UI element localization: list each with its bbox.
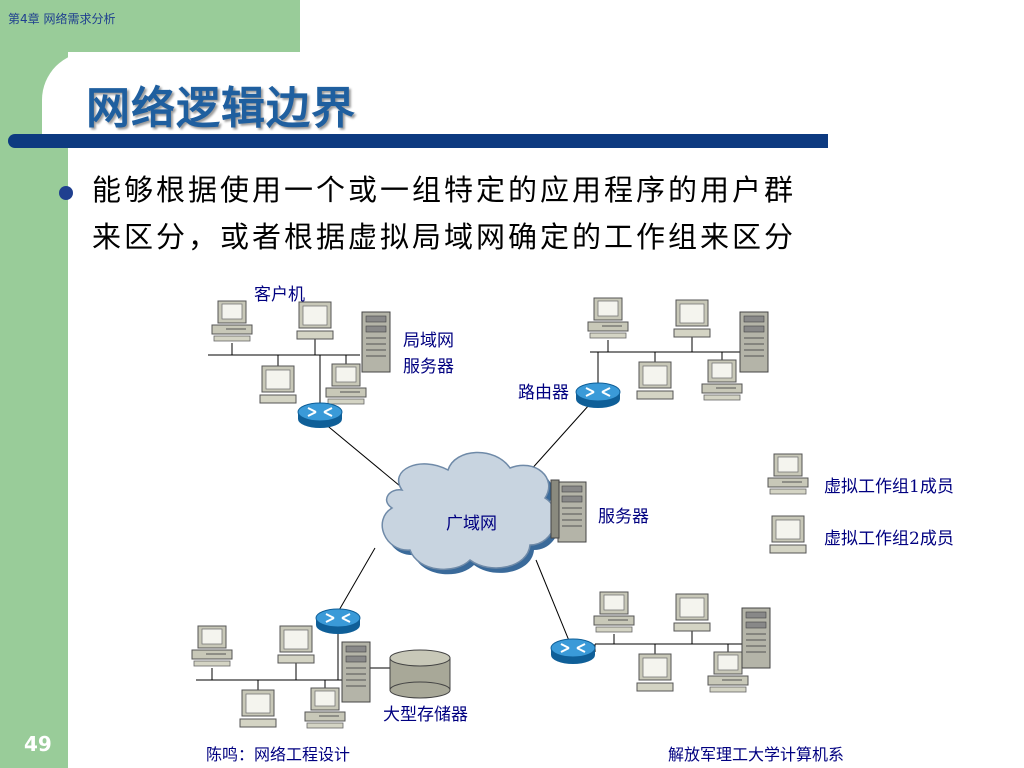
- header-band: [0, 0, 300, 52]
- lan-server-tower-icon: [341, 641, 371, 703]
- client-pc-icon: [636, 653, 674, 692]
- client-pc-icon: [636, 361, 674, 400]
- lan-top-right-bus: [590, 336, 747, 384]
- bullet-line-2: 来区分，或者根据虚拟局域网确定的工作组来区分: [92, 220, 797, 254]
- page-number: 49: [24, 732, 52, 756]
- legend-vgroup1-label: 虚拟工作组1成员: [824, 477, 954, 497]
- bullet-text: 能够根据使用一个或一组特定的应用程序的用户群 来区分，或者根据虚拟局域网确定的工…: [92, 167, 982, 261]
- client-pc-icon: [277, 625, 315, 664]
- router-icon: [550, 638, 596, 665]
- legend-vgroup2-label: 虚拟工作组2成员: [824, 529, 954, 549]
- storage-cylinder-icon: [389, 649, 451, 699]
- wan-server-tower-icon: [557, 481, 587, 543]
- client-pc-icon: [673, 299, 711, 338]
- lan-server-label-1: 局域网: [403, 331, 454, 351]
- wan-label: 广域网: [446, 514, 497, 534]
- lan-server-tower-icon: [361, 311, 391, 373]
- client-pc-icon: [191, 625, 233, 667]
- client-pc-icon: [673, 593, 711, 632]
- lan-server-label-2: 服务器: [403, 357, 454, 377]
- chapter-label: 第4章 网络需求分析: [8, 12, 116, 26]
- bullet-dot-icon: [59, 186, 73, 200]
- client-pc-icon: [259, 365, 297, 404]
- client-label: 客户机: [254, 285, 305, 305]
- router-icon: [315, 608, 361, 635]
- wan-server-side: [550, 479, 560, 539]
- footer-institution: 解放军理工大学计算机系: [668, 745, 845, 764]
- slide-title: 网络逻辑边界: [86, 83, 356, 134]
- client-pc-icon: [211, 300, 253, 342]
- router-icon: [575, 382, 621, 409]
- client-pc-icon: [587, 297, 629, 339]
- client-pc-icon: [304, 687, 346, 729]
- footer-author: 陈鸣：网络工程设计: [206, 745, 351, 764]
- storage-label: 大型存储器: [383, 705, 468, 725]
- wan-cloud: [381, 451, 560, 575]
- client-pc-icon: [239, 689, 277, 728]
- title-underline-bar: [8, 134, 828, 148]
- router-label: 路由器: [518, 383, 569, 403]
- router-icon: [297, 402, 343, 429]
- client-pc-icon: [593, 591, 635, 633]
- client-pc-icon: [701, 359, 743, 401]
- lan-server-tower-icon: [741, 607, 771, 669]
- legend-vgroup2-icon: [769, 515, 807, 554]
- client-pc-icon: [325, 363, 367, 405]
- header-curve: [42, 52, 300, 142]
- bullet-line-1: 能够根据使用一个或一组特定的应用程序的用户群: [92, 173, 797, 207]
- server-label: 服务器: [598, 507, 649, 527]
- legend-vgroup1-icon: [767, 453, 809, 495]
- lan-server-tower-icon: [739, 311, 769, 373]
- client-pc-icon: [296, 301, 334, 340]
